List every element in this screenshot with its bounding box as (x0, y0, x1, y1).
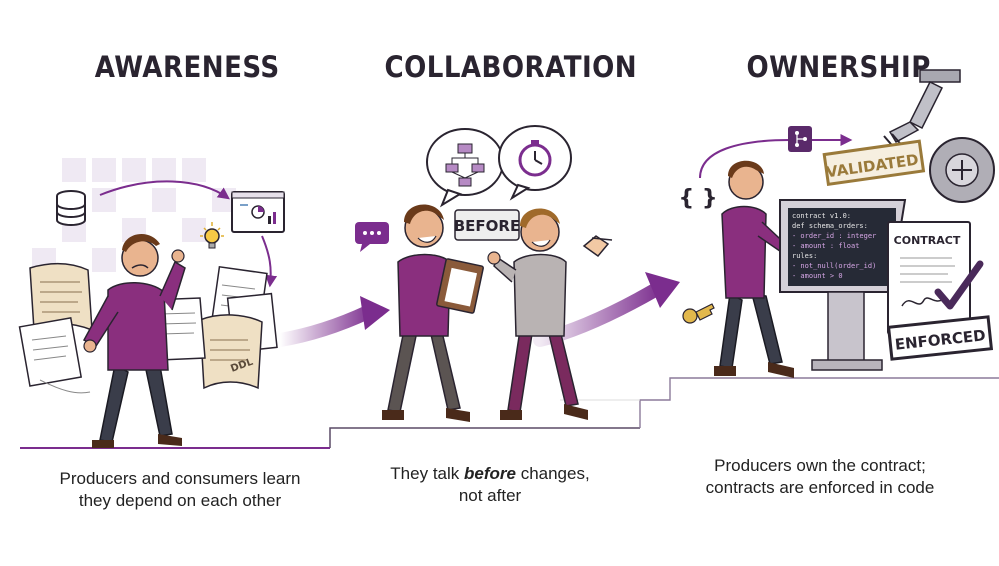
engineer-person (714, 160, 802, 378)
caption-emphasis: before (464, 464, 516, 483)
code-line: rules: (792, 252, 817, 260)
handshake-icon (582, 235, 613, 258)
caption-line: contracts are enforced in code (705, 478, 935, 497)
caption-ownership: Producers own the contract; contracts ar… (690, 455, 950, 499)
person-with-clipboard (382, 204, 484, 422)
dashboard-icon (231, 191, 285, 233)
caption-line: they depend on each other (78, 491, 282, 510)
stressed-person (82, 233, 186, 448)
stage-arrow-2-head (645, 272, 680, 308)
stage-arrow-1-head (360, 296, 390, 330)
code-line: contract v1.0: (792, 212, 851, 220)
code-text: contract v1.0: def schema_orders: - order… (792, 212, 876, 280)
code-line: - amount : float (792, 242, 859, 250)
caption-line: not after (458, 486, 522, 505)
caption-text: They talk (390, 464, 464, 483)
before-sign (454, 209, 520, 241)
enforced-stamp (886, 315, 994, 361)
stage-title-awareness: AWARENESS (94, 50, 280, 84)
dashboard-arrow (261, 235, 278, 288)
checkmark-icon (934, 260, 984, 310)
vault-icon (929, 137, 995, 203)
code-line: - order_id : integer (792, 232, 876, 240)
scattered-documents (18, 263, 278, 394)
caption-text: changes, (515, 464, 590, 483)
stage-title-ownership: OWNERSHIP (746, 50, 931, 84)
validated-stamp (822, 139, 926, 186)
person-talking (487, 208, 588, 420)
stopwatch-icon (498, 125, 572, 201)
git-branch-icon (788, 126, 812, 152)
stage-arrow-1 (273, 305, 375, 347)
chat-icon (355, 222, 389, 252)
braces-icon: { } (679, 186, 718, 211)
key-icon (682, 303, 715, 324)
database-icon (56, 190, 86, 226)
stage-title-collaboration: COLLABORATION (384, 50, 638, 84)
contract-title: CONTRACT (894, 234, 961, 247)
lightbulb-icon (200, 222, 224, 249)
caption-collaboration: They talk before changes, not after (360, 463, 620, 507)
code-line: - amount > 0 (792, 272, 843, 280)
data-flow-arrow (99, 180, 230, 200)
code-line: - not_null(order_id) (792, 262, 876, 270)
caption-line: Producers own the contract; (714, 456, 926, 475)
before-label: BEFORE (454, 217, 520, 235)
version-flow-arrow (699, 134, 853, 179)
caption-line: Producers and consumers learn (59, 469, 301, 488)
caption-awareness: Producers and consumers learn they depen… (40, 468, 320, 512)
flowchart-icon (426, 128, 504, 208)
code-line: def schema_orders: (792, 222, 868, 230)
code-terminal (779, 199, 907, 371)
